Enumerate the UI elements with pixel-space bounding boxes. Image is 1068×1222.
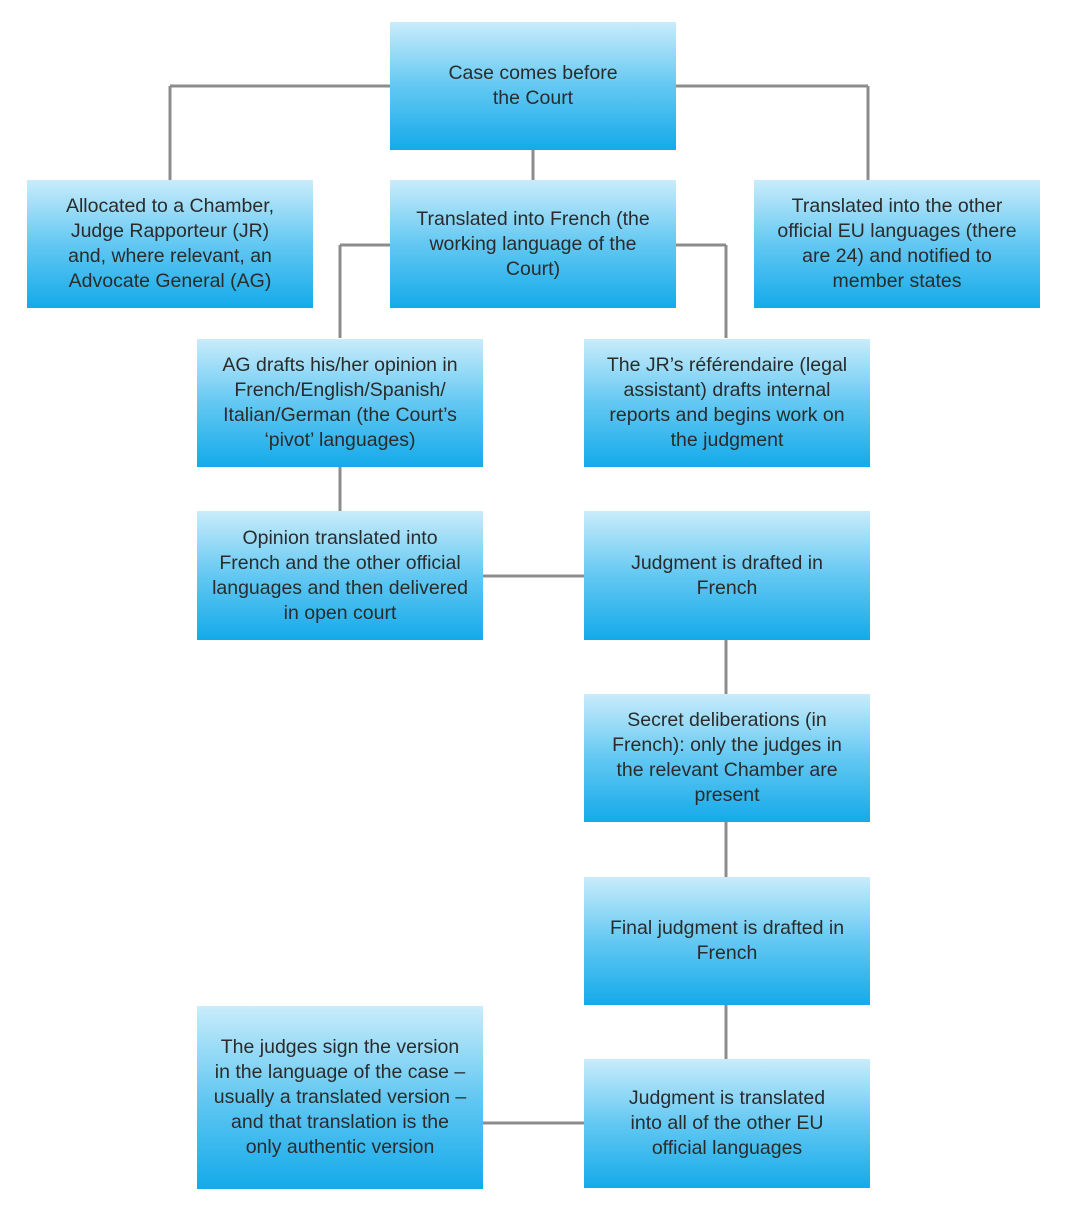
node-judgment-drafted-french: Judgment is drafted in French xyxy=(584,511,870,640)
node-judges-sign: The judges sign the version in the langu… xyxy=(197,1006,483,1189)
node-ag-drafts-opinion-label: AG drafts his/her opinion in French/Engl… xyxy=(222,354,458,451)
node-jr-referendaire-label: The JR’s référendaire (legal assistant) … xyxy=(606,354,848,451)
node-judgment-translated: Judgment is translated into all of the o… xyxy=(584,1059,870,1188)
node-allocated-chamber-label: Allocated to a Chamber, Judge Rapporteur… xyxy=(65,195,275,292)
node-ag-drafts-opinion: AG drafts his/her opinion in French/Engl… xyxy=(197,339,483,467)
node-case-before-court-label: Case comes before the Court xyxy=(448,62,618,109)
node-jr-referendaire: The JR’s référendaire (legal assistant) … xyxy=(584,339,870,467)
node-judgment-translated-label: Judgment is translated into all of the o… xyxy=(628,1087,826,1159)
node-opinion-translated-label: Opinion translated into French and the o… xyxy=(212,526,468,624)
node-case-before-court: Case comes before the Court xyxy=(390,22,676,150)
node-translated-french: Translated into French (the working lang… xyxy=(390,180,676,308)
node-final-judgment-drafted-label: Final judgment is drafted in French xyxy=(609,917,845,964)
node-opinion-translated: Opinion translated into French and the o… xyxy=(197,511,483,640)
node-allocated-chamber: Allocated to a Chamber, Judge Rapporteur… xyxy=(27,180,313,308)
node-secret-deliberations: Secret deliberations (in French): only t… xyxy=(584,694,870,822)
node-translated-other-languages: Translated into the other official EU la… xyxy=(754,180,1040,308)
node-final-judgment-drafted: Final judgment is drafted in French xyxy=(584,877,870,1005)
node-translated-other-languages-label: Translated into the other official EU la… xyxy=(777,195,1017,292)
node-secret-deliberations-label: Secret deliberations (in French): only t… xyxy=(612,709,842,806)
node-translated-french-label: Translated into French (the working lang… xyxy=(416,207,650,280)
node-judges-sign-label: The judges sign the version in the langu… xyxy=(213,1036,467,1158)
node-judgment-drafted-french-label: Judgment is drafted in French xyxy=(631,551,823,599)
